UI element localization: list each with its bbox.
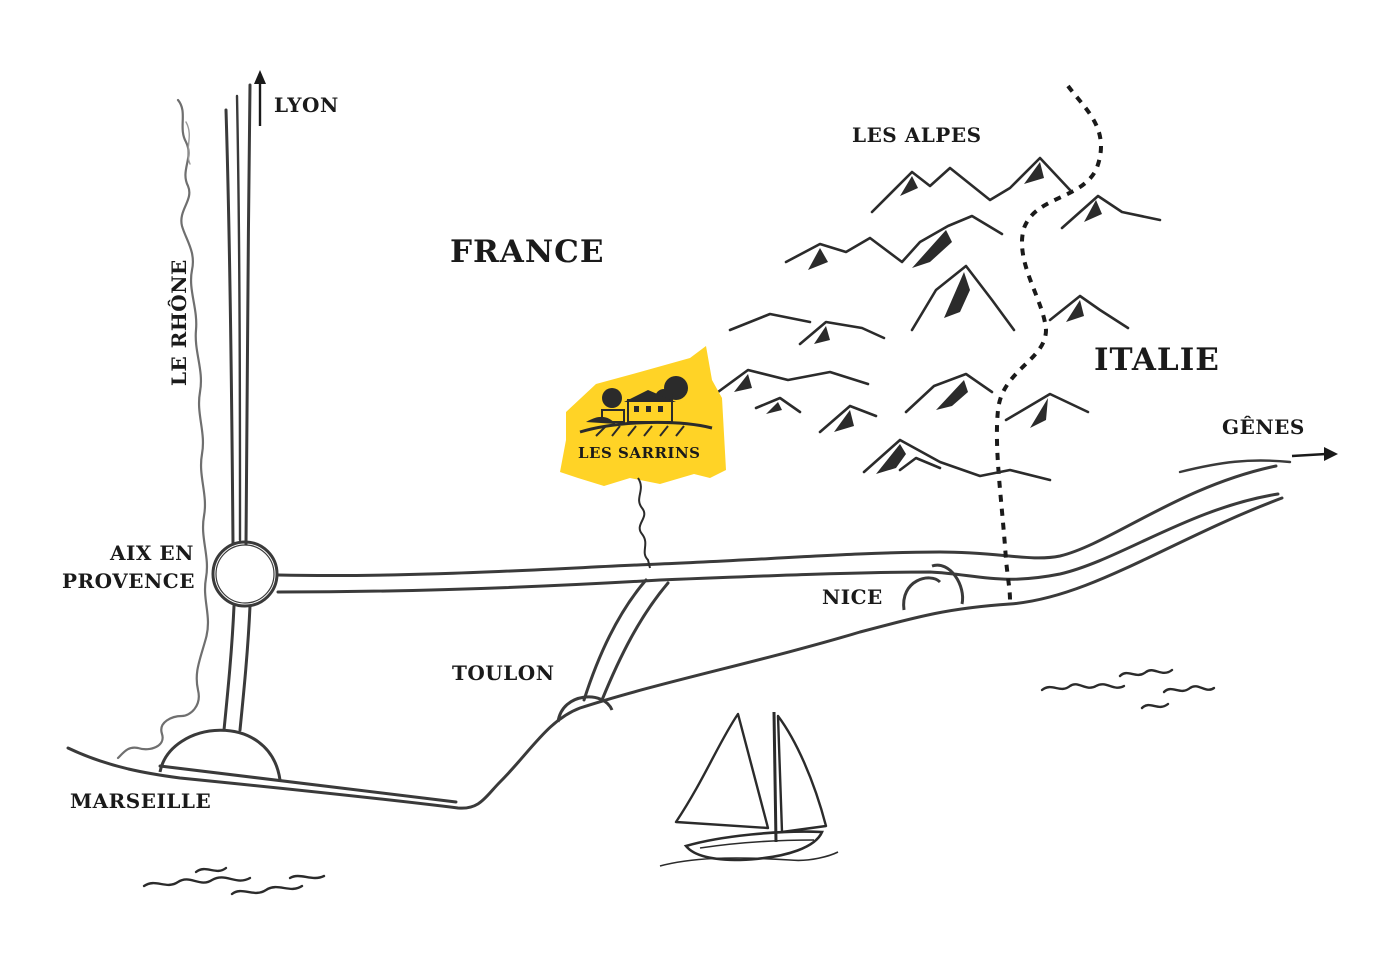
label-marseille: MARSEILLE [70,789,211,813]
label-rhone: LE RHÔNE [166,259,191,386]
estate-pointer [637,477,651,569]
road-branch-toulon [582,578,670,702]
marker-toulon [556,695,614,723]
roundabout-aix [211,540,279,608]
wave-icon [142,668,1216,896]
sailboat-icon [659,711,839,867]
label-toulon: TOULON [452,661,555,685]
arrow-up-icon [254,70,266,126]
border-france-italy [994,84,1103,601]
label-aix-line2: PROVENCE [62,569,195,593]
label-aix-line1: AIX EN [109,541,194,565]
label-france: FRANCE [450,234,604,270]
house-icon [579,376,713,437]
river-rhone [116,98,210,760]
label-nice: NICE [822,585,883,609]
label-genes: GÊNES [1222,415,1305,439]
road-highway-east [276,459,1292,594]
arrow-right-icon [1291,447,1338,461]
estate-marker[interactable]: LES SARRINS [560,346,726,569]
marker-nice [902,563,965,611]
coastline [66,496,1284,810]
road-north [224,83,252,546]
label-alpes: LES ALPES [852,123,982,147]
road-aix-marseille [222,604,252,732]
label-estate: LES SARRINS [578,444,701,462]
label-lyon: LYON [274,93,339,117]
mountain-icon [716,156,1162,482]
label-italie: ITALIE [1094,342,1220,378]
marker-marseille [158,728,282,781]
